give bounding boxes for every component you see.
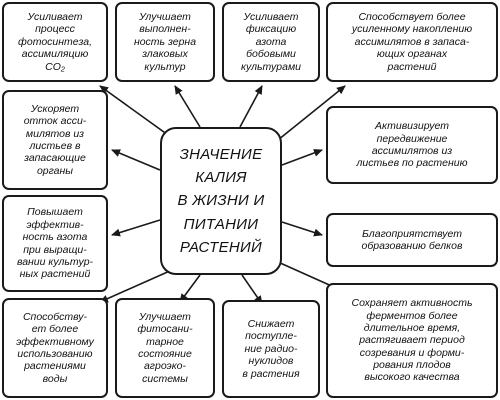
- effect-text: Сохраняет активность ферментов более дли…: [351, 297, 473, 384]
- effect-text: Способству- ет более эффективному исполь…: [16, 310, 94, 385]
- effect-text: Способствует более усиленному накоплению…: [351, 11, 473, 73]
- arrow-to-storage-accumulation: [277, 85, 346, 141]
- effect-text: Снижает поступле- ние радио- нуклидов в …: [242, 318, 300, 380]
- center-title: ЗНАЧЕНИЕ КАЛИЯ В ЖИЗНИ И ПИТАНИИ РАСТЕНИ…: [177, 145, 265, 256]
- arrow-to-protein-formation: [281, 221, 323, 237]
- arrow-to-photosynthesis: [99, 85, 176, 141]
- effect-box-assimilate-outflow: Ускоряет отток асси- милятов из листьев …: [2, 90, 108, 190]
- arrow-to-radionuclides: [241, 274, 263, 305]
- effect-text: Усиливает процесс фотосинтеза, ассимиляц…: [17, 11, 93, 73]
- effect-box-nitrogen-efficiency: Повышает эффектив- ность азота при выращ…: [2, 195, 108, 292]
- effect-text: Повышает эффектив- ность азота при выращ…: [16, 206, 94, 281]
- arrow-to-nitrogen-fixation: [239, 85, 263, 128]
- effect-box-protein-formation: Благоприятствует образованию белков: [326, 213, 498, 267]
- effect-box-enzyme-activity: Сохраняет активность ферментов более дли…: [326, 283, 498, 398]
- effect-box-grain-filling: Улучшает выполнен- ность зерна злаковых …: [115, 2, 215, 82]
- effect-box-photosynthesis: Усиливает процесс фотосинтеза, ассимиляц…: [2, 2, 108, 82]
- effect-box-radionuclides: Снижает поступле- ние радио- нуклидов в …: [222, 300, 320, 398]
- effect-box-assimilate-movement: Активизирует передвижение ассимилятов из…: [326, 106, 498, 184]
- arrow-to-nitrogen-efficiency: [111, 219, 161, 237]
- effect-box-water-use: Способству- ет более эффективному исполь…: [2, 298, 108, 398]
- center-title-box: ЗНАЧЕНИЕ КАЛИЯ В ЖИЗНИ И ПИТАНИИ РАСТЕНИ…: [160, 127, 282, 275]
- effect-text: Улучшает фитосани- тарное состояние агро…: [137, 310, 193, 385]
- arrow-to-assimilate-movement: [281, 149, 323, 166]
- effect-text: Благоприятствует образованию белков: [361, 227, 463, 252]
- effect-box-nitrogen-fixation: Усиливает фиксацию азота бобовыми культу…: [222, 2, 320, 82]
- arrow-to-assimilate-outflow: [111, 149, 161, 171]
- effect-box-storage-accumulation: Способствует более усиленному накоплению…: [326, 2, 498, 82]
- effect-text: Усиливает фиксацию азота бобовыми культу…: [240, 11, 302, 73]
- arrow-to-phytosanitary: [179, 274, 201, 303]
- effect-text: Активизирует передвижение ассимилятов из…: [356, 120, 468, 170]
- effect-box-phytosanitary: Улучшает фитосани- тарное состояние агро…: [115, 298, 215, 398]
- effect-text: Улучшает выполнен- ность зерна злаковых …: [133, 11, 197, 73]
- arrow-to-grain-filling: [174, 85, 201, 128]
- effect-text: Ускоряет отток асси- милятов из листьев …: [23, 102, 87, 177]
- arrow-to-water-use: [99, 269, 173, 303]
